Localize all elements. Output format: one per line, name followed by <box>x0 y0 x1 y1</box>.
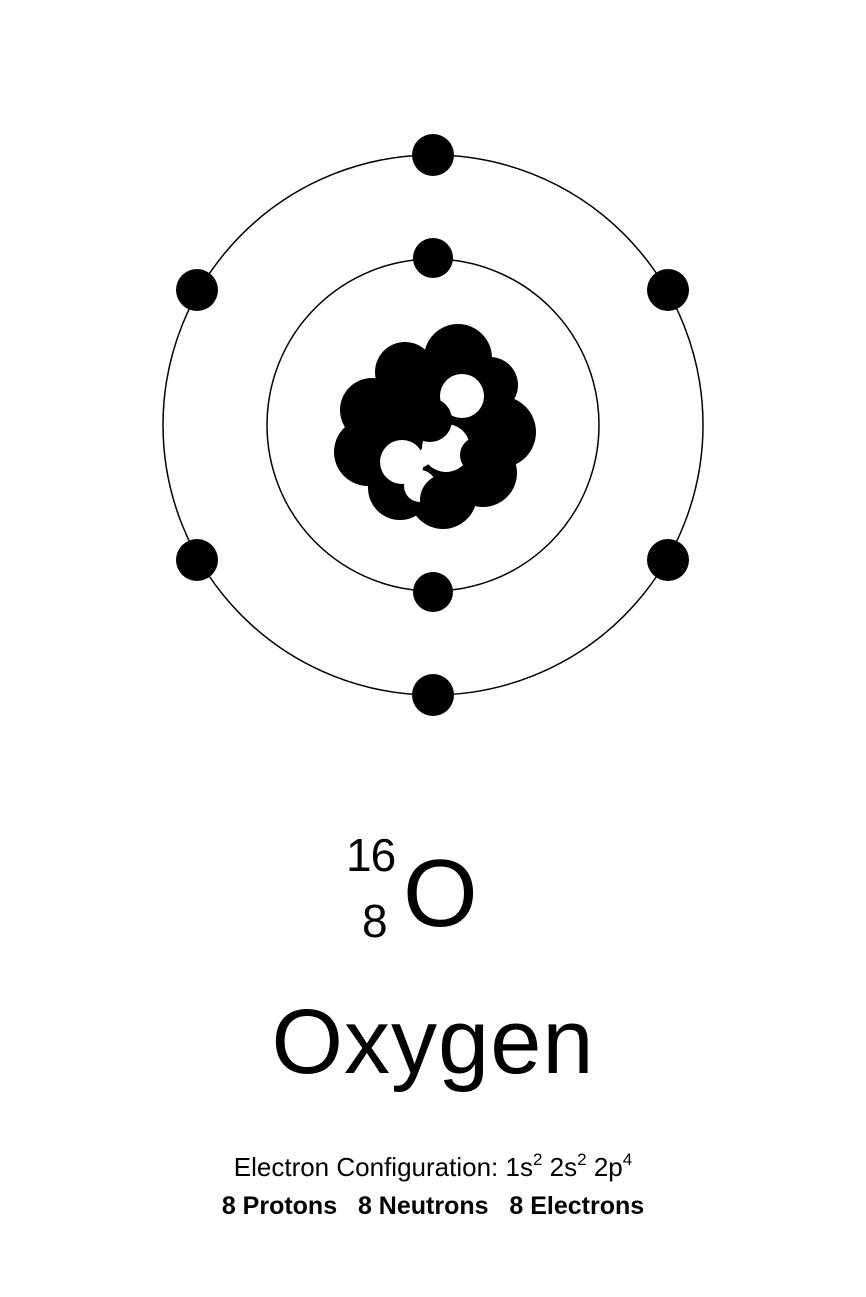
atomic-number: 8 <box>362 895 388 947</box>
electron-configuration: Electron Configuration: 1s2 2s2 2p4 <box>0 1150 866 1183</box>
orbital: 1s2 <box>505 1150 543 1182</box>
electron <box>647 269 689 311</box>
orbital-electrons: 2 <box>577 1150 587 1169</box>
electron <box>413 572 453 612</box>
bohr-atom-diagram <box>162 134 704 716</box>
proton-count: 8 Protons <box>221 1192 338 1220</box>
element-symbol: O <box>403 840 478 947</box>
nucleon-highlight <box>440 374 484 418</box>
nucleus <box>334 324 536 529</box>
orbital-electrons: 4 <box>622 1150 633 1169</box>
particle-counts: 8 Protons 8 Neutrons 8 Electrons <box>0 1191 866 1221</box>
nucleon <box>362 382 402 422</box>
nucleon <box>460 437 496 473</box>
electron <box>413 238 453 278</box>
electron <box>412 674 454 716</box>
orbital-electrons: 2 <box>532 1150 543 1169</box>
electron <box>176 269 218 311</box>
electron <box>647 539 689 581</box>
electron <box>176 539 218 581</box>
electron <box>412 134 454 176</box>
electron-count: 8 Electrons <box>509 1192 645 1220</box>
isotope-notation: 16 8 O <box>340 828 490 958</box>
mass-number: 16 <box>346 829 396 881</box>
element-name: Oxygen <box>271 991 595 1093</box>
orbital: 2p4 <box>593 1150 633 1182</box>
orbital: 2s2 <box>549 1150 587 1182</box>
neutron-count: 8 Neutrons <box>357 1192 489 1220</box>
nucleon <box>408 398 452 442</box>
nucleon <box>420 474 472 526</box>
config-label: Electron Configuration: <box>233 1152 499 1182</box>
